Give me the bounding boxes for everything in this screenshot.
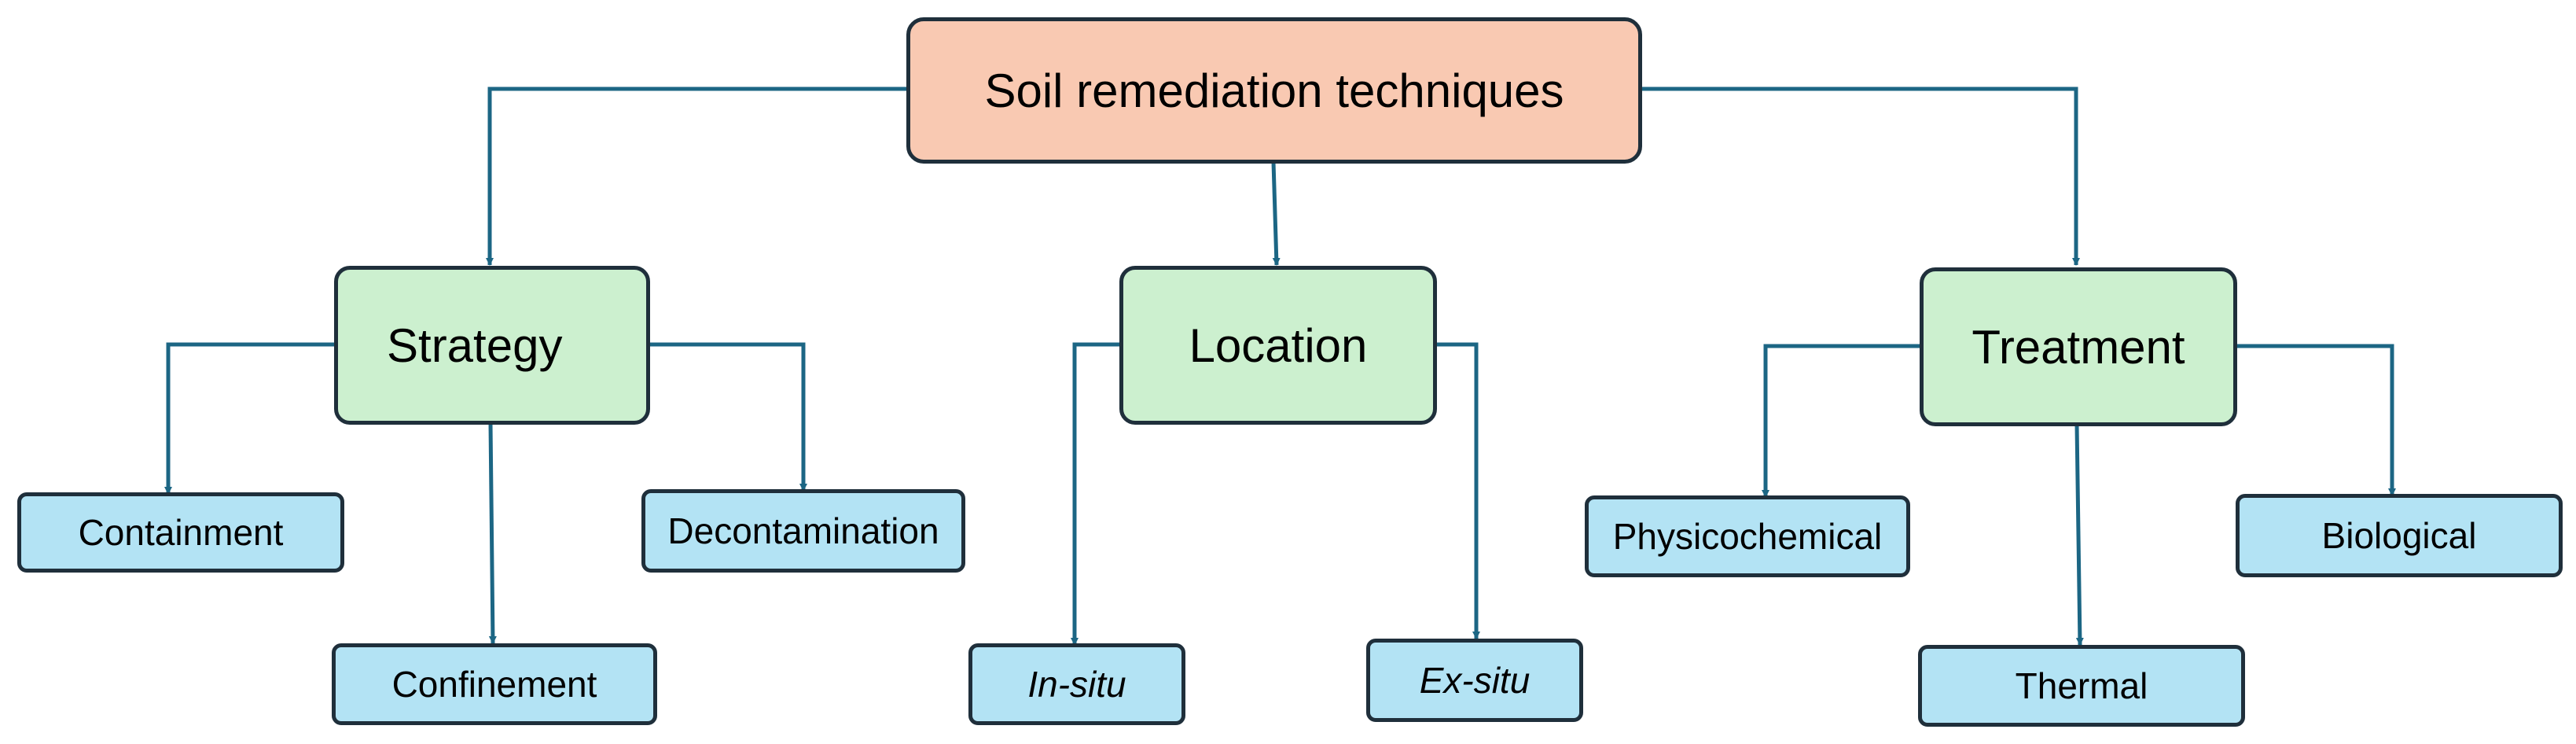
connector-root-treatment — [1641, 87, 2080, 266]
connector-root-location — [1271, 161, 1281, 266]
connector-treatment-thermal — [2074, 424, 2084, 646]
category-treatment-label: Treatment — [1972, 320, 2185, 374]
leaf-in-situ: In-situ — [968, 643, 1185, 725]
leaf-ex-situ: Ex-situ — [1366, 639, 1583, 722]
leaf-containment-label: Containment — [78, 512, 284, 553]
root-label: Soil remediation techniques — [984, 64, 1564, 117]
leaf-physicochemical-label: Physicochemical — [1612, 516, 1883, 557]
root-node: Soil remediation techniques — [906, 17, 1642, 164]
category-location-label: Location — [1189, 319, 1368, 372]
connector-strategy-decontamination — [648, 342, 807, 492]
connector-strategy-confinement — [488, 422, 497, 644]
category-strategy-label: Strategy — [387, 319, 563, 372]
leaf-biological-label: Biological — [2321, 515, 2477, 556]
category-treatment: Treatment — [1920, 267, 2237, 426]
leaf-ex-situ-label: Ex-situ — [1419, 660, 1531, 701]
leaf-decontamination-label: Decontamination — [667, 510, 939, 551]
connector-treatment-physicochemical — [1762, 344, 1921, 498]
leaf-physicochemical: Physicochemical — [1585, 495, 1910, 577]
leaf-confinement-label: Confinement — [391, 664, 597, 705]
connector-location-insitu — [1071, 342, 1121, 646]
category-location: Location — [1119, 266, 1437, 425]
connector-strategy-containment — [164, 342, 336, 495]
leaf-in-situ-label: In-situ — [1027, 664, 1126, 705]
category-strategy: Strategy — [334, 266, 650, 425]
connector-location-exsitu — [1435, 342, 1480, 639]
leaf-decontamination: Decontamination — [641, 489, 965, 573]
leaf-confinement: Confinement — [332, 643, 657, 725]
connector-root-strategy — [486, 87, 906, 266]
leaf-thermal-label: Thermal — [2015, 665, 2148, 706]
leaf-biological: Biological — [2236, 494, 2563, 577]
leaf-thermal: Thermal — [1918, 645, 2245, 727]
connector-treatment-biological — [2232, 344, 2396, 496]
leaf-containment: Containment — [17, 492, 344, 573]
